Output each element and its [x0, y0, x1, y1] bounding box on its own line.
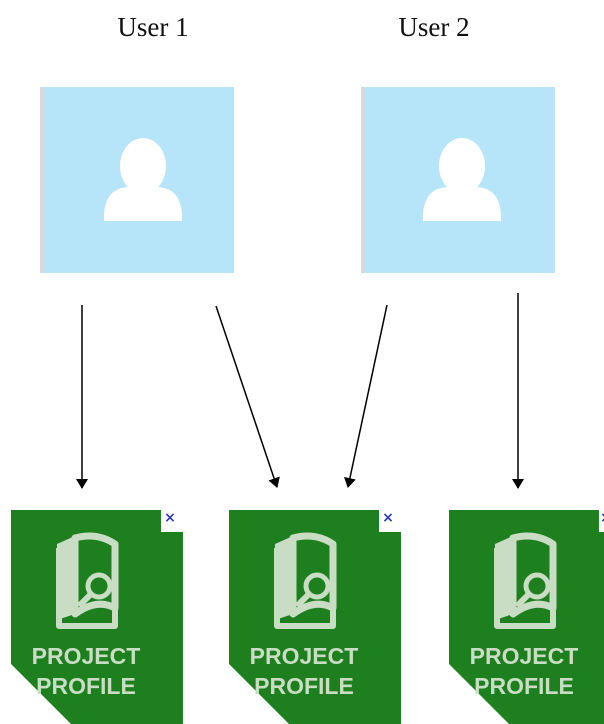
project-profile-badge-3[interactable]: PROJECT PROFILE ×	[449, 510, 604, 724]
arrow-user1-to-badge2	[215, 305, 280, 488]
badge-title-line2: PROFILE	[36, 673, 136, 699]
arrow-user2-to-badge2	[344, 304, 388, 488]
book-magnifier-icon	[56, 532, 119, 629]
close-icon[interactable]: ×	[599, 510, 604, 526]
user-silhouette-icon	[361, 87, 555, 273]
project-profile-badge-shape	[11, 510, 183, 724]
user-silhouette-icon	[40, 87, 234, 273]
book-magnifier-icon	[274, 532, 337, 629]
user-2-label: User 2	[398, 12, 470, 42]
project-profile-badge-1[interactable]: PROJECT PROFILE ×	[11, 510, 183, 724]
user-2-avatar	[361, 87, 555, 273]
user-1-label: User 1	[117, 12, 189, 42]
close-icon[interactable]: ×	[382, 510, 394, 526]
book-magnifier-icon	[494, 532, 557, 629]
badge-title-line1: PROJECT	[31, 643, 141, 669]
badge-title-line1: PROJECT	[469, 643, 579, 669]
badge-title-line2: PROFILE	[474, 673, 574, 699]
project-profile-badge-shape	[229, 510, 401, 724]
user-1-avatar	[40, 87, 234, 273]
badge-title-line2: PROFILE	[254, 673, 354, 699]
badge-title-line1: PROJECT	[249, 643, 359, 669]
project-profile-badge-shape	[449, 510, 604, 724]
project-profile-badge-2[interactable]: PROJECT PROFILE ×	[229, 510, 401, 724]
close-icon[interactable]: ×	[164, 510, 176, 526]
